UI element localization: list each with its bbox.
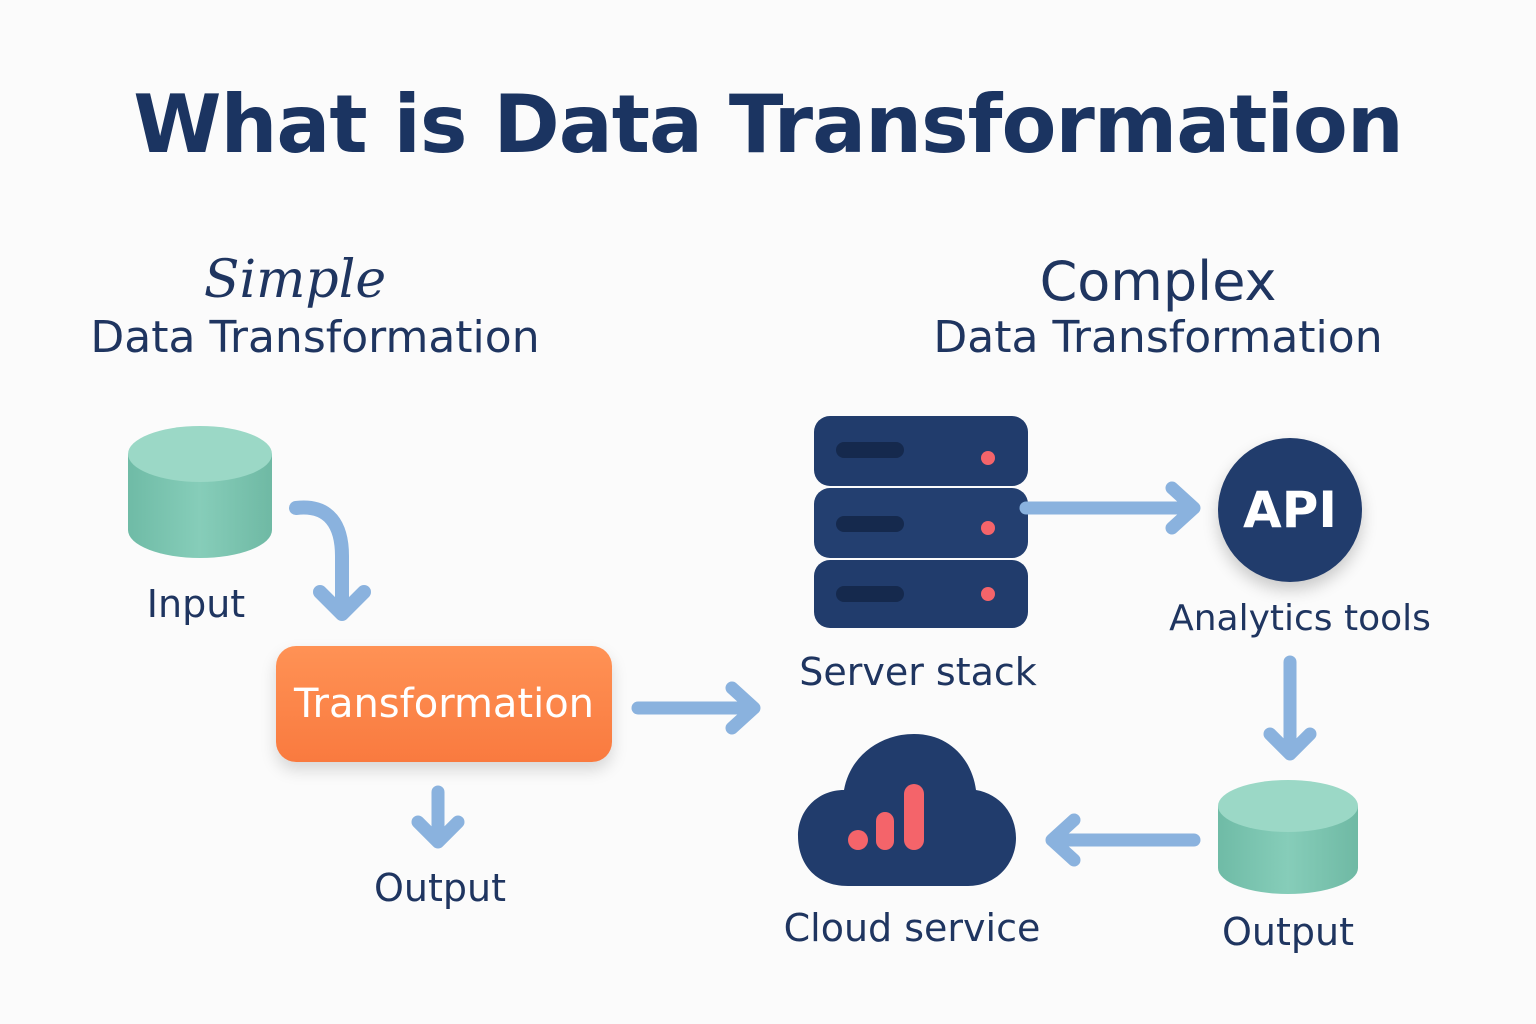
input-database-icon <box>128 426 272 558</box>
api-icon: API <box>1218 438 1362 582</box>
cloud-service-icon <box>798 734 1016 886</box>
complex-output-label: Output <box>1222 910 1354 954</box>
complex-heading-subtitle: Data Transformation <box>933 312 1383 363</box>
transformation-box: Transformation <box>276 646 612 762</box>
server-stack-label: Server stack <box>799 650 1037 694</box>
right-arrow-icon <box>631 681 761 735</box>
api-text: API <box>1243 481 1337 539</box>
server-to-api-arrow-icon <box>1019 481 1201 535</box>
server-stack-icon <box>814 416 1028 628</box>
complex-output-database-icon <box>1218 780 1358 894</box>
input-label: Input <box>146 582 246 626</box>
analytics-down-arrow-icon <box>1263 655 1317 761</box>
simple-output-label: Output <box>374 866 506 910</box>
curved-arrow-icon <box>289 500 371 621</box>
analytics-tools-label: Analytics tools <box>1169 598 1431 639</box>
output-to-cloud-arrow-icon <box>1045 813 1201 867</box>
page-title: What is Data Transformation <box>133 78 1404 171</box>
simple-heading-subtitle: Data Transformation <box>90 312 540 363</box>
simple-heading-word: Simple <box>203 250 387 310</box>
cloud-service-label: Cloud service <box>783 906 1041 950</box>
down-arrow-icon <box>411 785 465 849</box>
complex-heading-word: Complex <box>1039 250 1277 313</box>
transformation-label: Transformation <box>293 681 595 727</box>
